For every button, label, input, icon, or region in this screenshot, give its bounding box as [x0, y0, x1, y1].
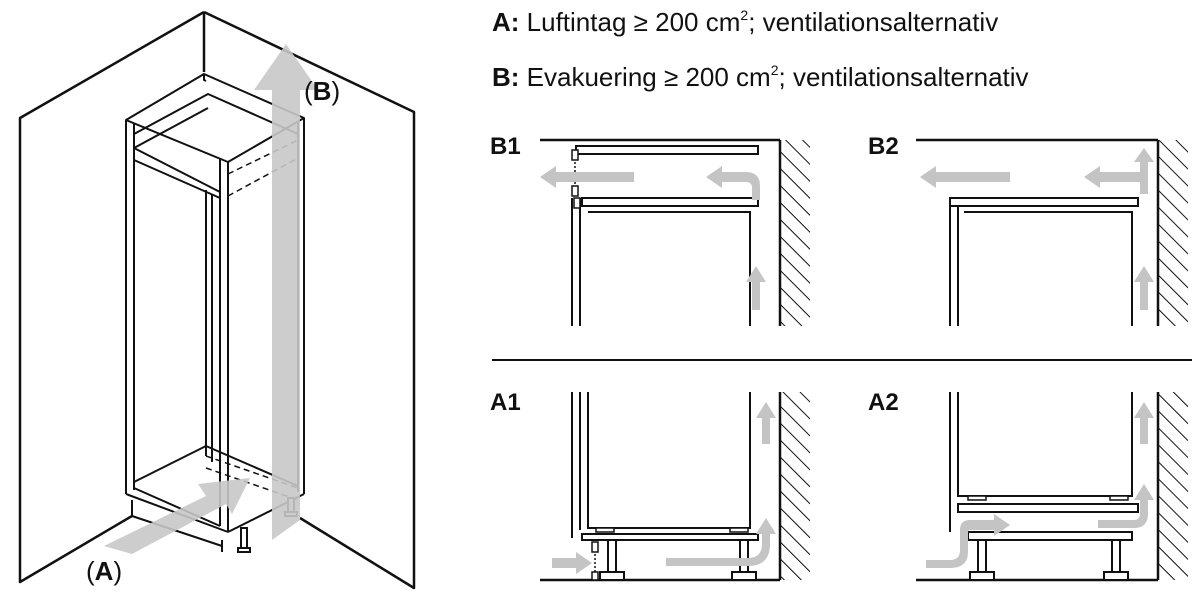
b1-airflow-arrows: [540, 166, 766, 310]
panel-a2-label: A2: [868, 389, 899, 416]
panel-a2: A2: [868, 389, 1188, 582]
b2-wall-hatch: [1158, 140, 1188, 326]
a1-airflow-arrows: [552, 402, 776, 574]
panel-a1: A1: [490, 389, 810, 582]
a2-wall-hatch: [1158, 392, 1188, 580]
legend-b-tail: ; ventilationsalternativ: [779, 62, 1029, 92]
panel-b1-label: B1: [490, 133, 521, 160]
airflow-arrow-b: [254, 44, 318, 540]
panel-a1-label: A1: [490, 389, 521, 416]
cabinet-label-a: (A): [86, 556, 122, 586]
legend-b-sup: 2: [771, 62, 779, 78]
legend-a-tail: ; ventilationsalternativ: [748, 7, 998, 37]
panel-b2-label: B2: [868, 133, 899, 160]
legend-a-sup: 2: [740, 7, 748, 23]
b1-wall-hatch: [780, 140, 810, 326]
b2-airflow-arrows: [920, 148, 1154, 310]
legend-a-key: A:: [492, 7, 519, 37]
corner-walls: [18, 10, 416, 590]
panel-b1: B1: [490, 133, 810, 326]
legend-a: A: Luftintag ≥ 200 cm2; ventilationsalte…: [492, 7, 998, 37]
legend-b: B: Evakuering ≥ 200 cm2; ventilationsalt…: [492, 62, 1029, 92]
a2-airflow-arrows: [926, 402, 1154, 568]
legend-a-text: Luftintag ≥ 200 cm: [519, 7, 740, 37]
legend-b-text: Evakuering ≥ 200 cm: [519, 62, 770, 92]
cabinet-isometric: (B) (A): [18, 10, 416, 590]
panel-b2: B2: [868, 133, 1188, 326]
cabinet-label-b: (B): [304, 76, 340, 106]
a1-wall-hatch: [780, 392, 810, 580]
legend-b-key: B:: [492, 62, 519, 92]
airflow-arrow-a: [104, 478, 250, 554]
